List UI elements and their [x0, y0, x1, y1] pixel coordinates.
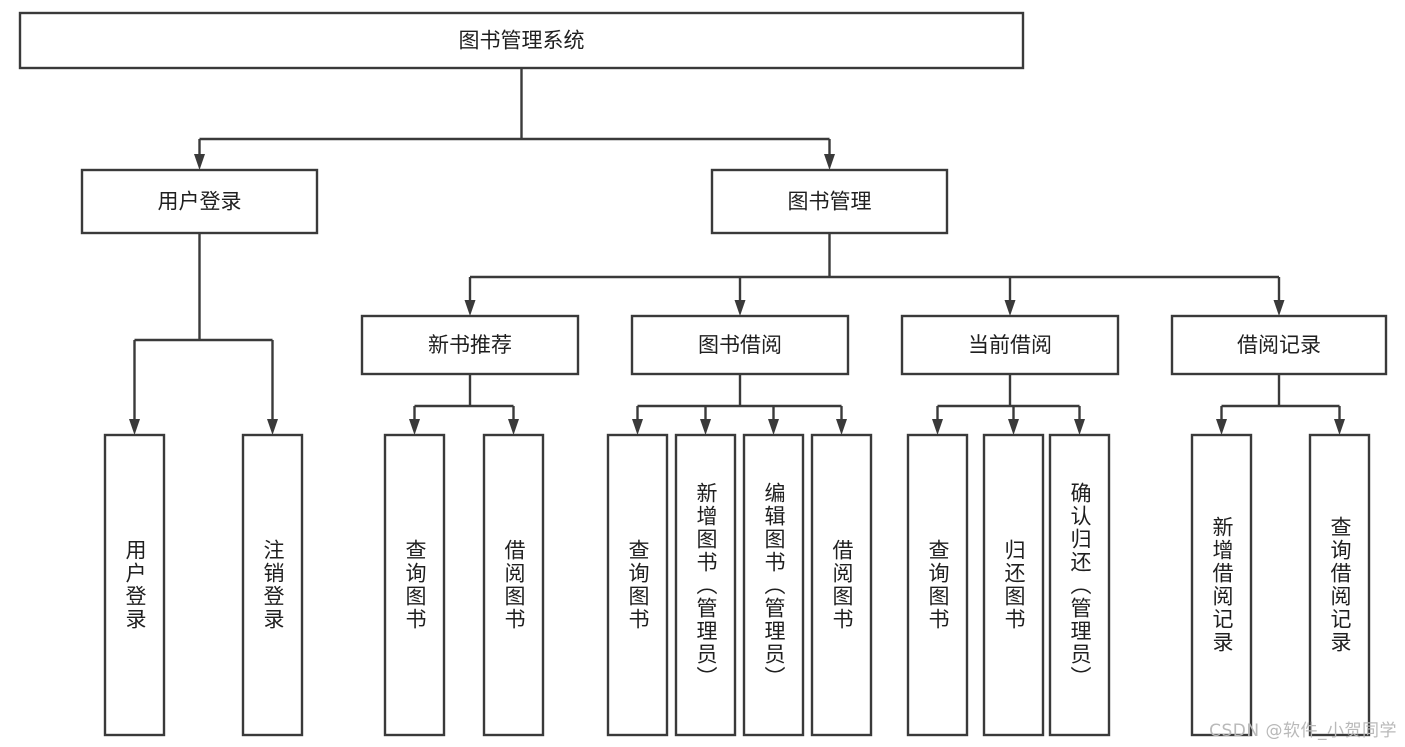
connector-arrow-head [1216, 419, 1227, 435]
connector-arrow-head [194, 154, 205, 170]
node-label-current-borrow: 当前借阅 [968, 333, 1052, 357]
node-box-root[interactable] [18, 11, 1025, 70]
node-box-book-borrow[interactable] [630, 314, 850, 376]
node-edit-book-admin[interactable] [742, 433, 805, 737]
node-borrow-book[interactable] [810, 433, 873, 737]
node-box-query-borrow-record[interactable] [1308, 433, 1371, 737]
connector-arrow-head [836, 419, 847, 435]
node-box-query-books-rec[interactable] [383, 433, 446, 737]
node-box-borrow-books-rec[interactable] [482, 433, 545, 737]
node-box-confirm-return-admin[interactable] [1048, 433, 1111, 737]
node-label-book-borrow: 图书借阅 [698, 333, 782, 357]
node-label-root: 图书管理系统 [459, 29, 585, 53]
node-query-books-rec[interactable] [383, 433, 446, 737]
node-root[interactable]: 图书管理系统 [18, 11, 1025, 70]
node-user-login[interactable]: 用户登录 [80, 168, 319, 235]
node-box-current-borrow[interactable] [900, 314, 1120, 376]
node-box-borrow-records[interactable] [1170, 314, 1388, 376]
connector-arrow-head [508, 419, 519, 435]
node-label-user-login: 用户登录 [158, 190, 242, 214]
node-borrow-books-rec[interactable] [482, 433, 545, 737]
node-add-borrow-record[interactable] [1190, 433, 1253, 737]
connector-arrow-head [267, 419, 278, 435]
node-label-book-management: 图书管理 [788, 190, 872, 214]
node-box-new-book-recommend[interactable] [360, 314, 580, 376]
connector-arrow-head [768, 419, 779, 435]
node-box-add-borrow-record[interactable] [1190, 433, 1253, 737]
node-box-return-book[interactable] [982, 433, 1045, 737]
connector-arrow-head [464, 300, 476, 316]
connector-arrow-head [409, 419, 420, 435]
node-query-borrow-record[interactable] [1308, 433, 1371, 737]
node-add-book-admin[interactable] [674, 433, 737, 737]
watermark-text: CSDN @软件_小贺同学 [1209, 721, 1397, 741]
node-return-book[interactable] [982, 433, 1045, 737]
connector-arrow-head [734, 300, 746, 316]
connector-arrow-head [824, 154, 835, 170]
node-box-query-books-borrow[interactable] [606, 433, 669, 737]
connector-arrow-head [1008, 419, 1019, 435]
connector-arrow-head [1004, 300, 1016, 316]
node-query-books-current[interactable] [906, 433, 969, 737]
node-user-logout[interactable] [241, 433, 304, 737]
connector-arrow-head [632, 419, 643, 435]
node-box-borrow-book[interactable] [810, 433, 873, 737]
connector-arrow-head [1273, 300, 1285, 316]
node-box-user-logout[interactable] [241, 433, 304, 737]
connector-arrow-head [932, 419, 943, 435]
node-new-book-recommend[interactable]: 新书推荐 [360, 314, 580, 376]
node-label-new-book-recommend: 新书推荐 [428, 333, 512, 357]
node-book-management[interactable]: 图书管理 [710, 168, 949, 235]
node-box-add-book-admin[interactable] [674, 433, 737, 737]
connector-arrow-head [1334, 419, 1345, 435]
node-box-query-books-current[interactable] [906, 433, 969, 737]
node-label-borrow-records: 借阅记录 [1237, 333, 1321, 357]
node-current-borrow[interactable]: 当前借阅 [900, 314, 1120, 376]
node-box-book-management[interactable] [710, 168, 949, 235]
node-borrow-records[interactable]: 借阅记录 [1170, 314, 1388, 376]
node-box-user-login-do[interactable] [103, 433, 166, 737]
node-user-login-do[interactable] [103, 433, 166, 737]
node-box-edit-book-admin[interactable] [742, 433, 805, 737]
node-query-books-borrow[interactable] [606, 433, 669, 737]
connector-arrow-head [700, 419, 711, 435]
node-book-borrow[interactable]: 图书借阅 [630, 314, 850, 376]
connector-arrow-head [129, 419, 140, 435]
node-confirm-return-admin[interactable] [1048, 433, 1111, 737]
connector-arrow-head [1074, 419, 1085, 435]
